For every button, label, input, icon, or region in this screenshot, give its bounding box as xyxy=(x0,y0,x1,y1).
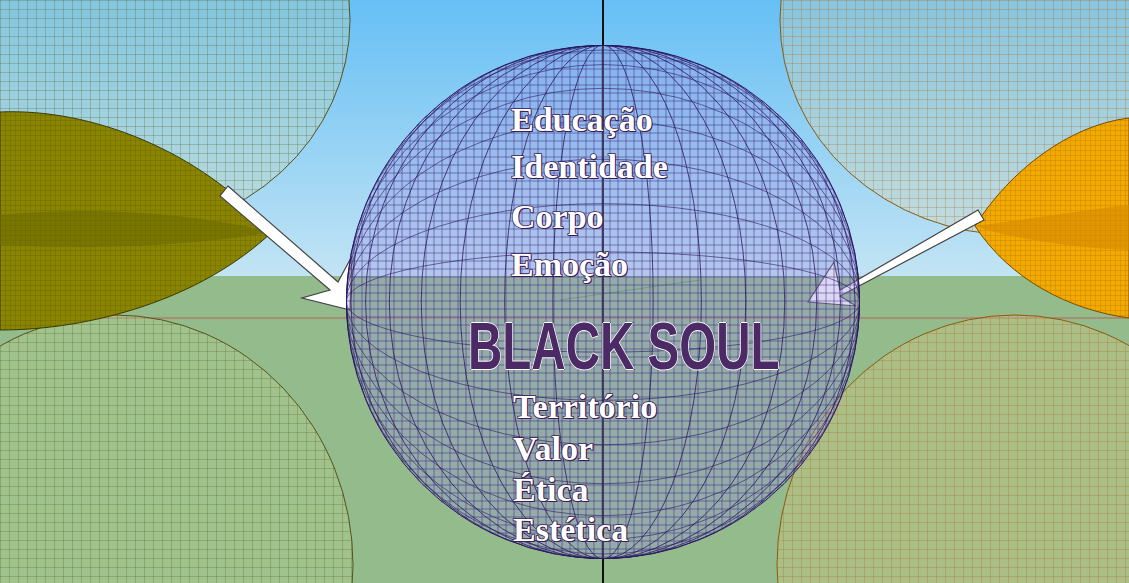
concept-word: Ética xyxy=(513,473,589,507)
concept-word: Educação xyxy=(511,103,653,137)
central-title: BLACK SOUL xyxy=(468,313,780,379)
concept-word: Emoção xyxy=(511,248,628,282)
concept-word: Território xyxy=(513,390,657,424)
sphere-node: EducaçãoIdentidadeCorpoEmoçãoBLACK SOUL T… xyxy=(346,45,860,559)
concept-word: Estética xyxy=(513,513,628,547)
concept-word: Corpo xyxy=(511,200,604,234)
concept-word: Valor xyxy=(513,432,593,466)
concept-word: Identidade xyxy=(511,150,668,184)
